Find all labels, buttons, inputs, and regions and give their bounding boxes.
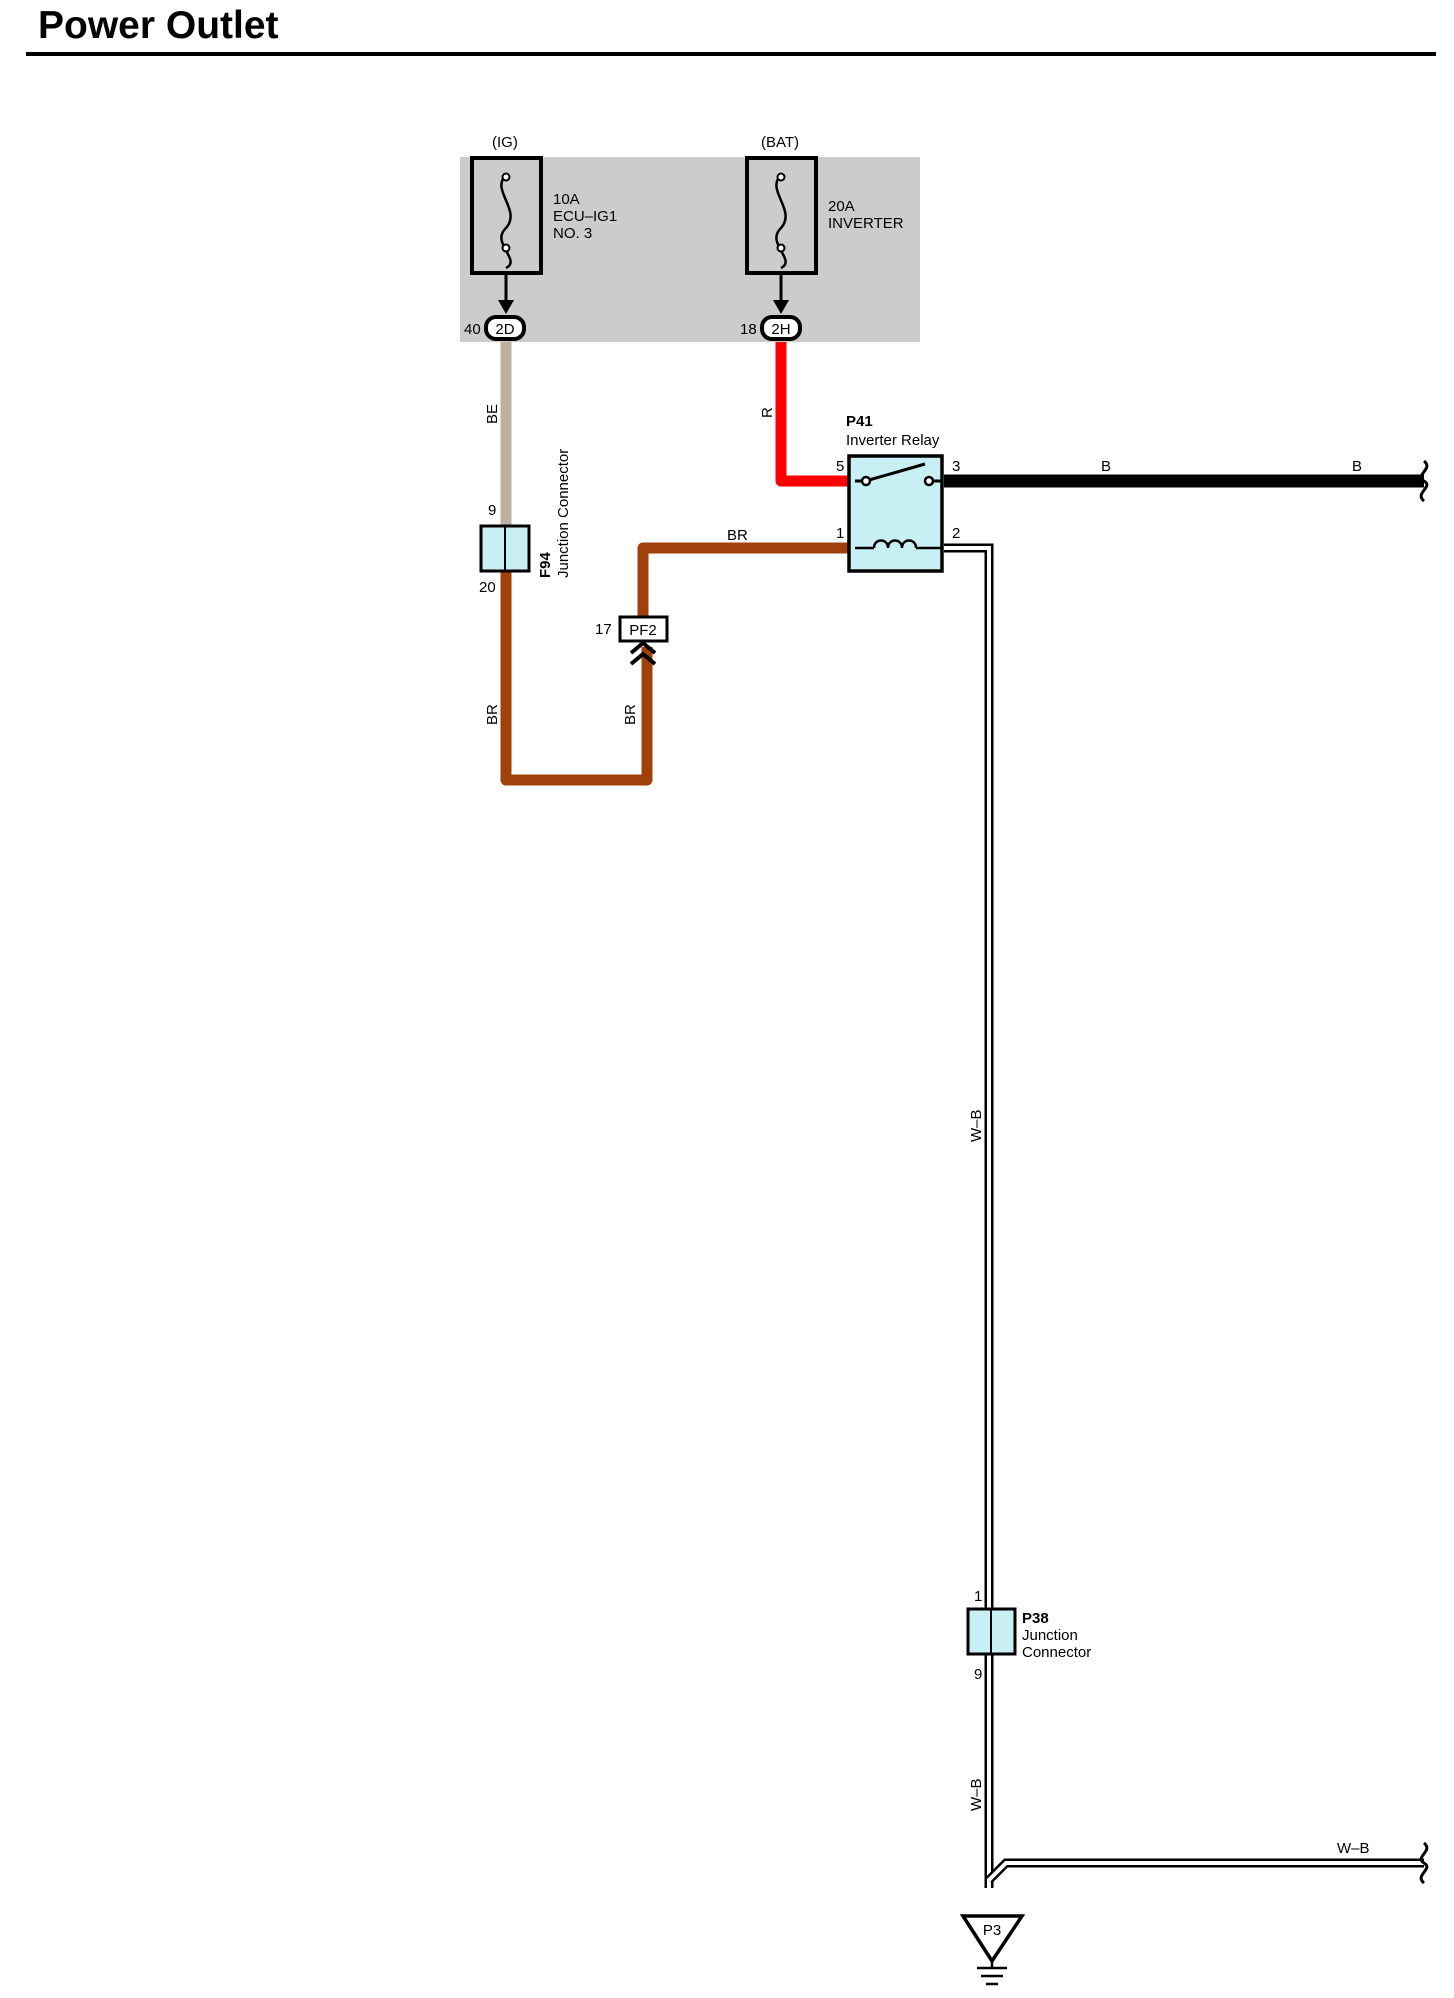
fuse-bat-rating: 20A — [828, 198, 855, 215]
p38-pin-top: 1 — [974, 1588, 982, 1605]
wire-label-be: BE — [484, 404, 501, 424]
fuse-inverter — [745, 156, 818, 341]
wire-wb — [944, 543, 1424, 1888]
relay-contact-icon — [923, 475, 935, 487]
fuse-arrow-icon — [498, 300, 514, 314]
wire-br-relay — [637, 542, 855, 620]
wire-label-wb-upper: W–B — [968, 1109, 985, 1142]
relay-name: Inverter Relay — [846, 432, 940, 449]
wire-r — [775, 342, 855, 487]
f94-name: Junction Connector — [555, 449, 572, 578]
wire-label-b-1: B — [1101, 458, 1111, 475]
ground-id: P3 — [983, 1922, 1001, 1939]
fuse-box-background — [460, 157, 920, 342]
fuse-arrow-icon — [773, 300, 789, 314]
fuse-bat-connector: 2H — [771, 321, 790, 338]
fuse-symbol-icon — [775, 174, 787, 270]
p38-id: P38 — [1022, 1610, 1049, 1627]
wire-label-wb-right: W–B — [1337, 1840, 1370, 1857]
junction-connector-p38 — [966, 1607, 1017, 1656]
relay-coil-icon — [872, 539, 918, 549]
pf2-id: PF2 — [629, 622, 657, 639]
f94-pin-top: 9 — [488, 502, 496, 519]
wire-b-break — [1419, 459, 1429, 503]
f94-id: F94 — [537, 551, 554, 578]
fuse-ig-connector: 2D — [495, 321, 514, 338]
wire-label-b-2: B — [1352, 458, 1362, 475]
wire-br-loop — [500, 571, 653, 786]
fuse-bat-name-line1: INVERTER — [828, 215, 904, 232]
relay-pin-1: 1 — [836, 525, 844, 542]
p38-name-line2: Connector — [1022, 1644, 1091, 1661]
relay-contact-icon — [860, 475, 872, 487]
connector-chevron-icon — [629, 640, 657, 666]
relay-switch-icon — [868, 462, 926, 482]
wire-label-r: R — [759, 407, 776, 418]
fuse-ig-name-line2: NO. 3 — [553, 225, 592, 242]
junction-connector-f94 — [479, 524, 531, 573]
fuse-ecu-ig1 — [470, 156, 543, 341]
fuse-bat-pin: 18 — [740, 321, 757, 338]
p38-pin-bottom: 9 — [974, 1666, 982, 1683]
fuse-symbol-icon — [500, 174, 512, 270]
f94-pin-bottom: 20 — [479, 579, 496, 596]
wire-label-br-right: BR — [622, 704, 639, 725]
p38-name-line1: Junction — [1022, 1627, 1078, 1644]
relay-pin-2: 2 — [952, 525, 960, 542]
page-title: Power Outlet — [38, 4, 279, 47]
fuse-ig-source: (IG) — [492, 134, 518, 151]
relay-pin-3: 3 — [952, 458, 960, 475]
wire-wb-break — [1419, 1841, 1429, 1885]
fuse-bat-source: (BAT) — [761, 134, 799, 151]
relay-pin-5: 5 — [836, 458, 844, 475]
fuse-ig-rating: 10A — [553, 191, 580, 208]
wire-label-br-top: BR — [727, 527, 748, 544]
fuse-ig-name-line1: ECU–IG1 — [553, 208, 617, 225]
wire-label-wb-lower: W–B — [968, 1778, 985, 1811]
connector-pf2 — [618, 615, 669, 666]
ground-p3 — [959, 1914, 1026, 1986]
ground-triangle-icon — [959, 1914, 1026, 1965]
wire-label-br-left: BR — [484, 704, 501, 725]
pf2-pin: 17 — [595, 621, 612, 638]
title-rule — [26, 52, 1436, 56]
fuse-ig-pin: 40 — [464, 321, 481, 338]
relay-id: P41 — [846, 413, 873, 430]
relay-p41 — [847, 454, 944, 573]
